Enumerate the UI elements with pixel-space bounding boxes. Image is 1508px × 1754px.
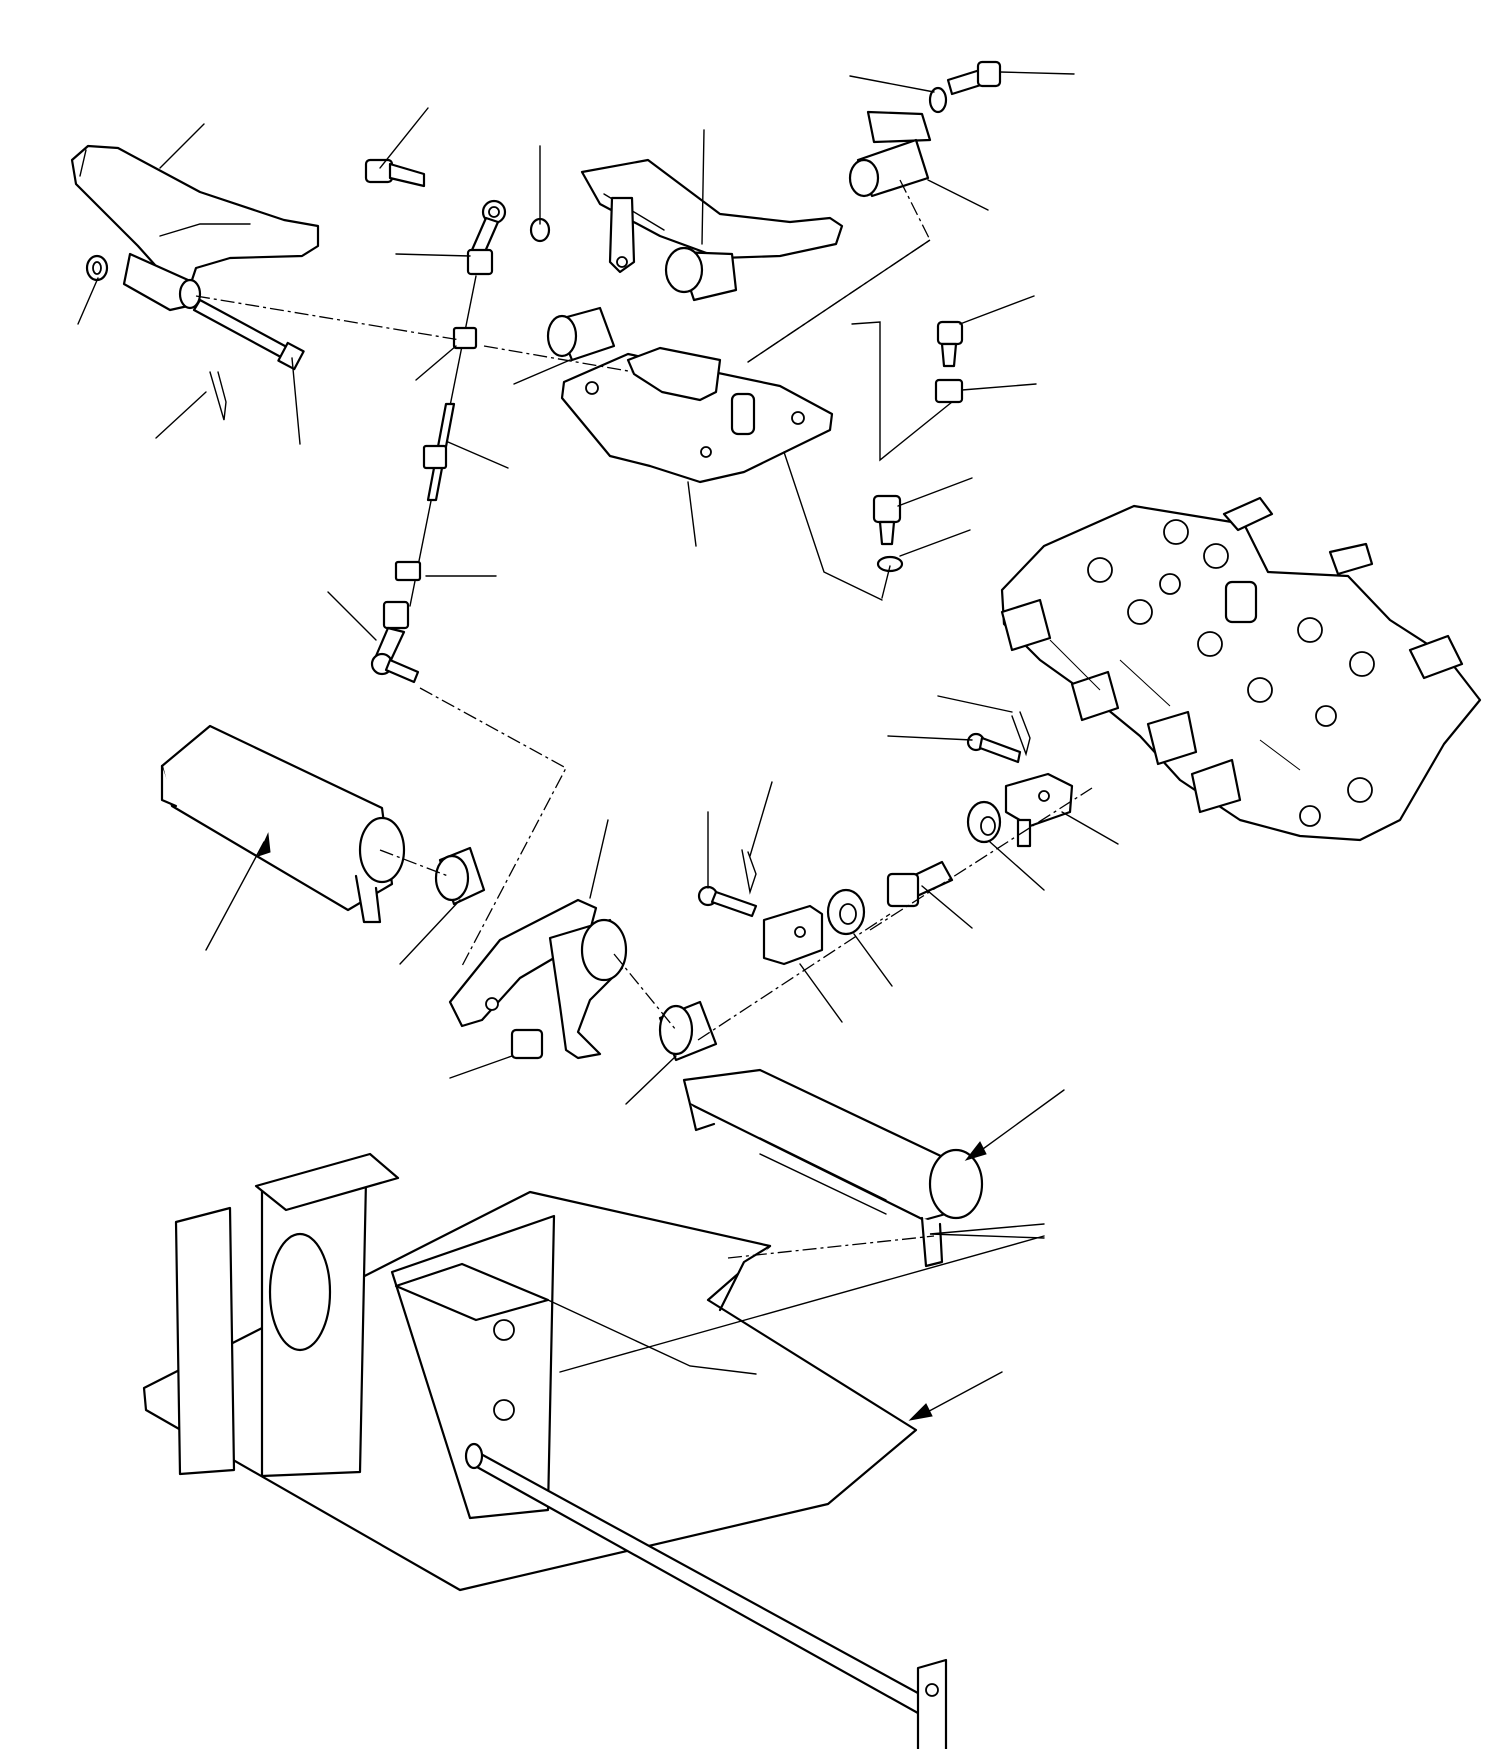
flange-boss xyxy=(848,110,932,198)
pivot-tube xyxy=(664,246,738,302)
cotter-pin-mid xyxy=(741,849,757,895)
left-pedal-washer xyxy=(85,254,109,282)
top-washer xyxy=(928,86,948,114)
leader-lines xyxy=(77,71,1119,1105)
clevis-right xyxy=(1004,772,1074,848)
top-bolt xyxy=(946,60,1002,96)
pedal-bracket xyxy=(560,346,834,484)
clevis-pin-left xyxy=(697,885,758,918)
control-valve xyxy=(1000,496,1482,842)
bushing-left xyxy=(434,846,486,906)
cotter-pin-right xyxy=(1011,711,1031,757)
direction-arrows xyxy=(205,832,1065,1421)
base-frame xyxy=(142,1152,948,1754)
upper-bolt xyxy=(364,158,426,188)
clevis-left xyxy=(762,904,824,966)
left-pedal xyxy=(70,144,320,312)
left-pedal-pin xyxy=(192,298,305,371)
lower-washer xyxy=(876,555,904,573)
cotter-pin-left xyxy=(209,371,227,421)
pivot-shaft-left xyxy=(160,724,406,924)
linkage-rod xyxy=(394,275,478,607)
lower-rod-end xyxy=(370,600,420,684)
upper-rod-end xyxy=(466,199,507,276)
right-nut xyxy=(934,378,964,404)
jam-nut-right xyxy=(966,800,1002,844)
clevis-pin-right xyxy=(966,732,1022,764)
lever-nut xyxy=(510,1028,544,1060)
bushing-upper xyxy=(546,306,616,362)
jam-nut-mid xyxy=(826,888,866,936)
rocker-lever xyxy=(448,898,628,1060)
lower-bolt xyxy=(872,494,902,546)
grouping-brackets xyxy=(559,239,1045,1373)
bushing-right xyxy=(658,1000,718,1062)
right-pedal xyxy=(580,158,844,274)
frame-member xyxy=(682,1068,984,1268)
right-bolt xyxy=(936,320,964,368)
adjuster-bolt xyxy=(886,860,954,908)
